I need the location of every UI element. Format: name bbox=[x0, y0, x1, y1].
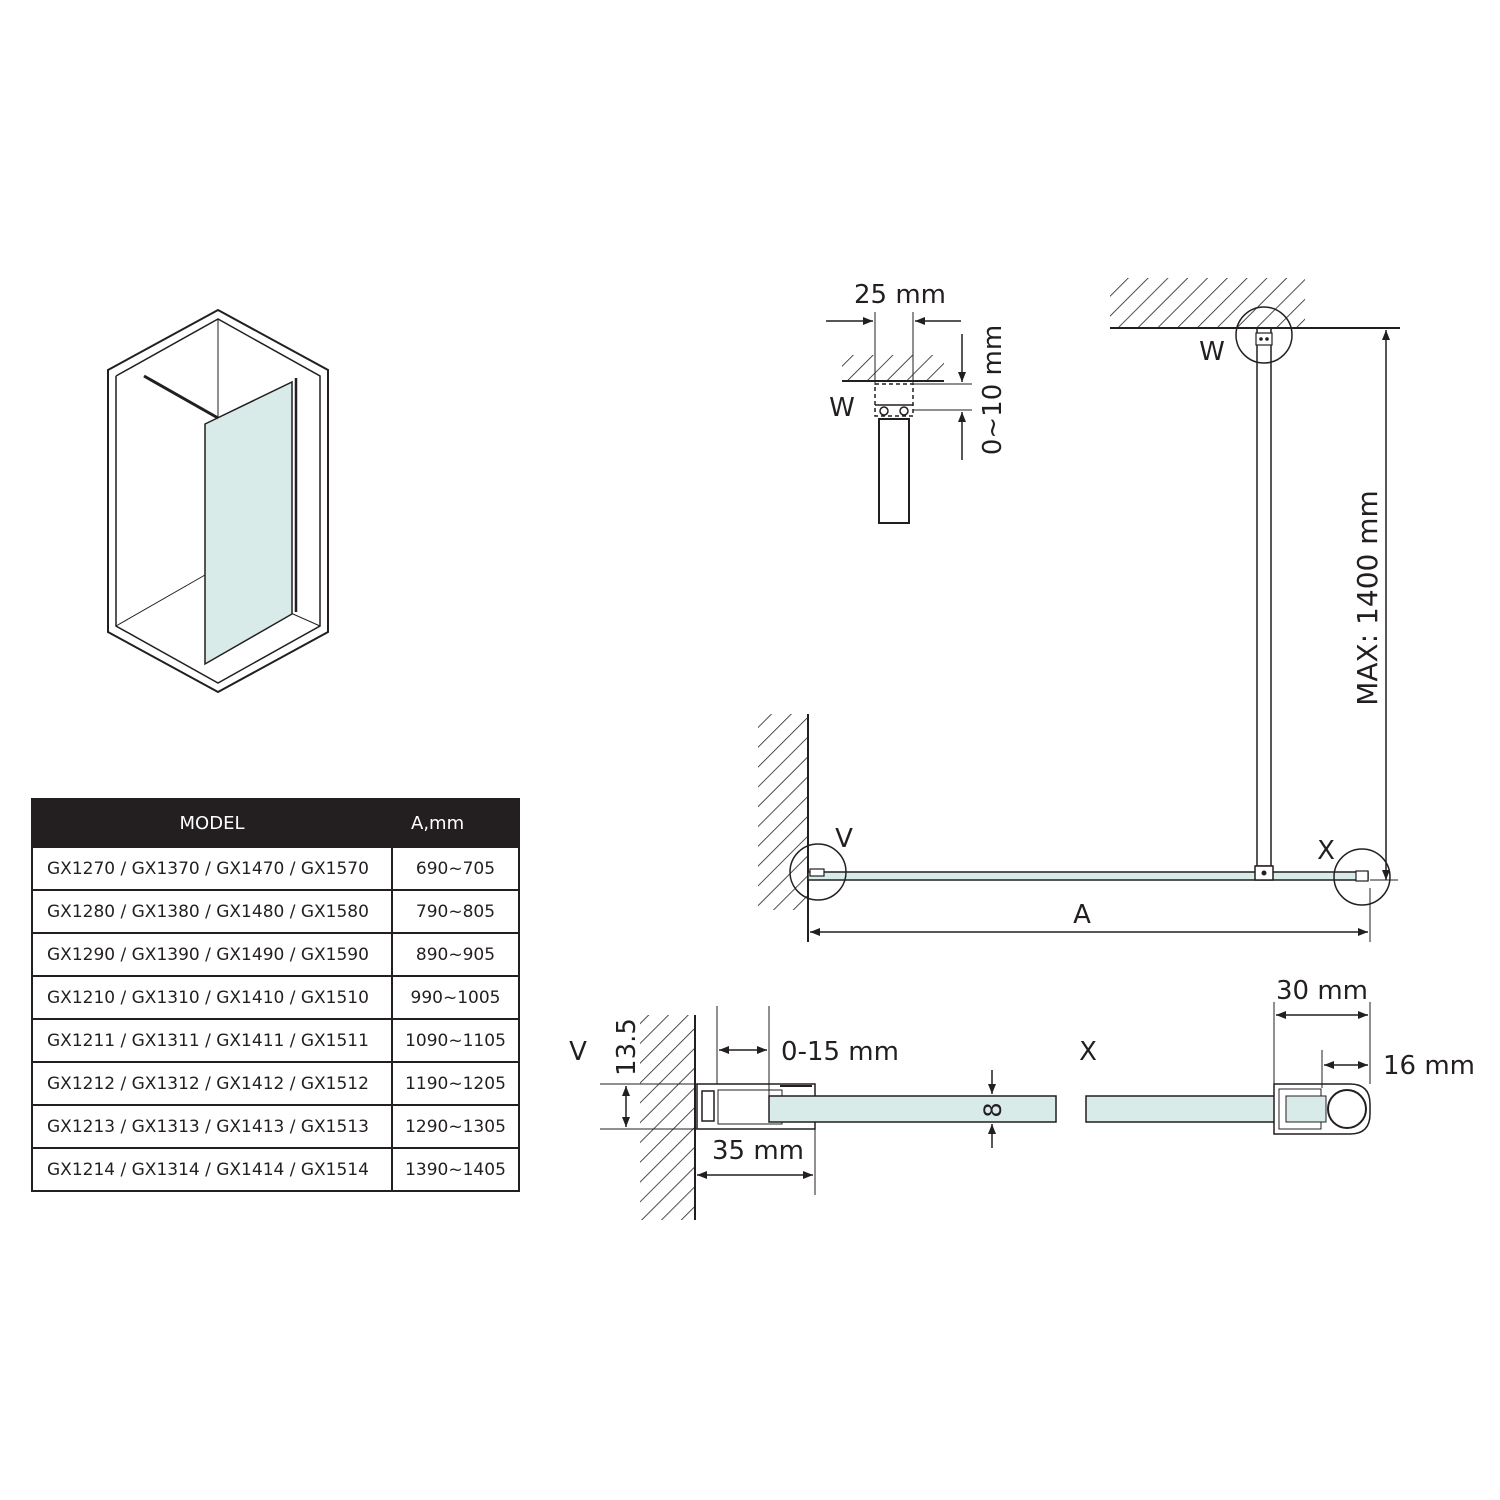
table-row: GX1270 / GX1370 / GX1470 / GX1570 690~70… bbox=[31, 846, 520, 891]
table-row: GX1290 / GX1390 / GX1490 / GX1590 890~90… bbox=[31, 932, 520, 977]
a-range-cell: 1190~1205 bbox=[391, 1061, 520, 1106]
column-header-a: A,mm bbox=[391, 798, 520, 848]
detail-w bbox=[826, 312, 972, 524]
table-row: GX1211 / GX1311 / GX1411 / GX1511 1090~1… bbox=[31, 1018, 520, 1063]
detail-w-label: W bbox=[829, 393, 855, 423]
plan-a-dimension: A bbox=[1073, 900, 1091, 930]
table-row: GX1210 / GX1310 / GX1410 / GX1510 990~10… bbox=[31, 975, 520, 1020]
plan-max-height-dimension: MAX: 1400 mm bbox=[1351, 490, 1384, 706]
table-row: GX1212 / GX1312 / GX1412 / GX1512 1190~1… bbox=[31, 1061, 520, 1106]
detail-x-label: X bbox=[1079, 1037, 1097, 1067]
table-row: GX1213 / GX1313 / GX1413 / GX1513 1290~1… bbox=[31, 1104, 520, 1149]
detail-v-glass-label: 8 bbox=[979, 1102, 1007, 1117]
detail-v-height-label: 13.5 bbox=[612, 1018, 642, 1076]
model-cell: GX1213 / GX1313 / GX1413 / GX1513 bbox=[31, 1104, 393, 1149]
a-range-cell: 890~905 bbox=[391, 932, 520, 977]
a-range-cell: 990~1005 bbox=[391, 975, 520, 1020]
detail-w-width-label: 25 mm bbox=[854, 280, 946, 310]
detail-v bbox=[600, 1006, 1057, 1220]
table-row: GX1214 / GX1314 / GX1414 / GX1514 1390~1… bbox=[31, 1147, 520, 1192]
plan-view bbox=[758, 278, 1400, 942]
model-cell: GX1270 / GX1370 / GX1470 / GX1570 bbox=[31, 846, 393, 891]
table-header-row: MODEL A,mm bbox=[31, 798, 520, 848]
detail-x bbox=[1085, 1002, 1371, 1135]
model-cell: GX1280 / GX1380 / GX1480 / GX1580 bbox=[31, 889, 393, 934]
a-range-cell: 690~705 bbox=[391, 846, 520, 891]
column-header-model: MODEL bbox=[31, 798, 393, 848]
model-cell: GX1211 / GX1311 / GX1411 / GX1511 bbox=[31, 1018, 393, 1063]
model-cell: GX1290 / GX1390 / GX1490 / GX1590 bbox=[31, 932, 393, 977]
a-range-cell: 790~805 bbox=[391, 889, 520, 934]
detail-x-inner-label: 16 mm bbox=[1383, 1051, 1475, 1081]
model-cell: GX1214 / GX1314 / GX1414 / GX1514 bbox=[31, 1147, 393, 1192]
detail-v-label: V bbox=[569, 1037, 587, 1067]
plan-w-label: W bbox=[1199, 337, 1225, 367]
a-range-cell: 1390~1405 bbox=[391, 1147, 520, 1192]
model-cell: GX1210 / GX1310 / GX1410 / GX1510 bbox=[31, 975, 393, 1020]
model-dimension-table: MODEL A,mm GX1270 / GX1370 / GX1470 / GX… bbox=[31, 798, 520, 1192]
enclosure-illustration bbox=[107, 308, 329, 694]
detail-w-gap-label: 0~10 mm bbox=[978, 325, 1008, 455]
detail-v-depth-label: 35 mm bbox=[712, 1136, 804, 1166]
a-range-cell: 1290~1305 bbox=[391, 1104, 520, 1149]
table-row: GX1280 / GX1380 / GX1480 / GX1580 790~80… bbox=[31, 889, 520, 934]
detail-v-adjust-label: 0-15 mm bbox=[781, 1037, 899, 1067]
plan-v-label: V bbox=[835, 824, 853, 854]
model-cell: GX1212 / GX1312 / GX1412 / GX1512 bbox=[31, 1061, 393, 1106]
plan-x-label: X bbox=[1317, 836, 1335, 866]
a-range-cell: 1090~1105 bbox=[391, 1018, 520, 1063]
detail-x-width-label: 30 mm bbox=[1276, 976, 1368, 1006]
